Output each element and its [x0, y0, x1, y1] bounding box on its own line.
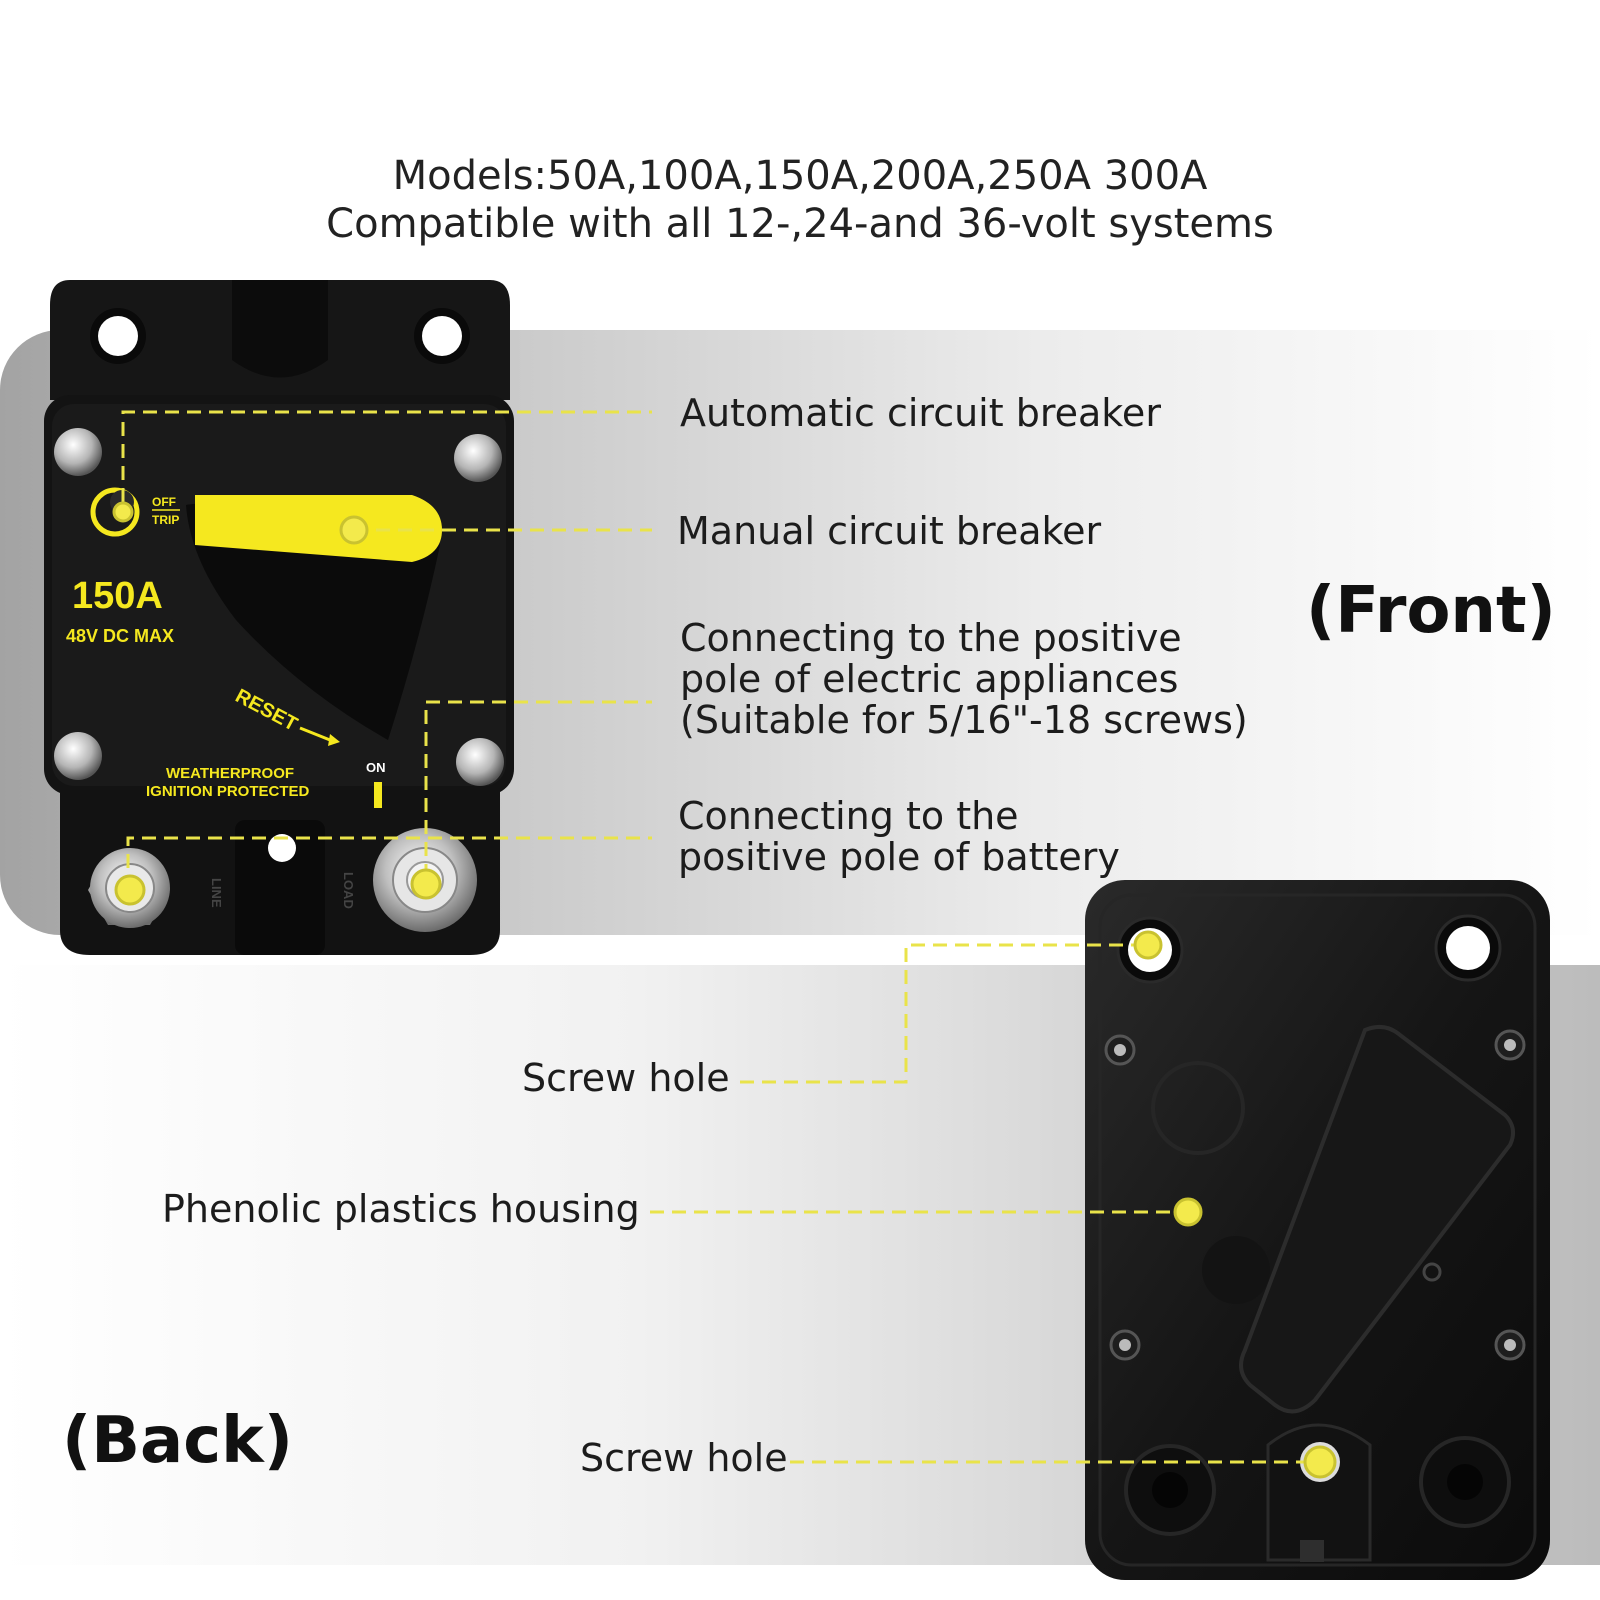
load-marking: LOAD [341, 872, 356, 909]
ignition-marking: IGNITION PROTECTED [146, 783, 310, 800]
manual-breaker-callout: Manual circuit breaker [677, 509, 1102, 553]
automatic-breaker-callout: Automatic circuit breaker [680, 391, 1161, 435]
compatibility-heading: Compatible with all 12-,24-and 36-volt s… [326, 201, 1274, 247]
housing-callout: Phenolic plastics housing [162, 1187, 640, 1231]
on-marking: ON [366, 760, 386, 775]
appliance-callout-line2: pole of electric appliances [680, 657, 1179, 701]
weatherproof-marking: WEATHERPROOF [166, 765, 294, 782]
voltage-marking: 48V DC MAX [66, 626, 174, 646]
trip-marking: TRIP [152, 513, 179, 527]
back-breaker [1085, 880, 1550, 1580]
battery-callout-line2: positive pole of battery [678, 835, 1120, 879]
appliance-callout-line1: Connecting to the positive [680, 616, 1182, 660]
off-marking: OFF [152, 495, 176, 509]
callout-leaders [121, 410, 1320, 1464]
front-breaker [44, 280, 514, 955]
screw-hole-bottom-callout: Screw hole [580, 1436, 788, 1480]
callout-markers [112, 501, 1337, 1479]
front-label: (Front) [1306, 574, 1556, 648]
back-label: (Back) [62, 1404, 293, 1478]
rating-marking: 150A [72, 575, 163, 617]
screw-hole-top-callout: Screw hole [522, 1056, 730, 1100]
battery-callout-line1: Connecting to the [678, 794, 1019, 838]
models-heading: Models:50A,100A,150A,200A,250A 300A [392, 153, 1208, 199]
line-marking: LINE [209, 878, 224, 908]
appliance-callout-line3: (Suitable for 5/16"-18 screws) [680, 698, 1248, 742]
